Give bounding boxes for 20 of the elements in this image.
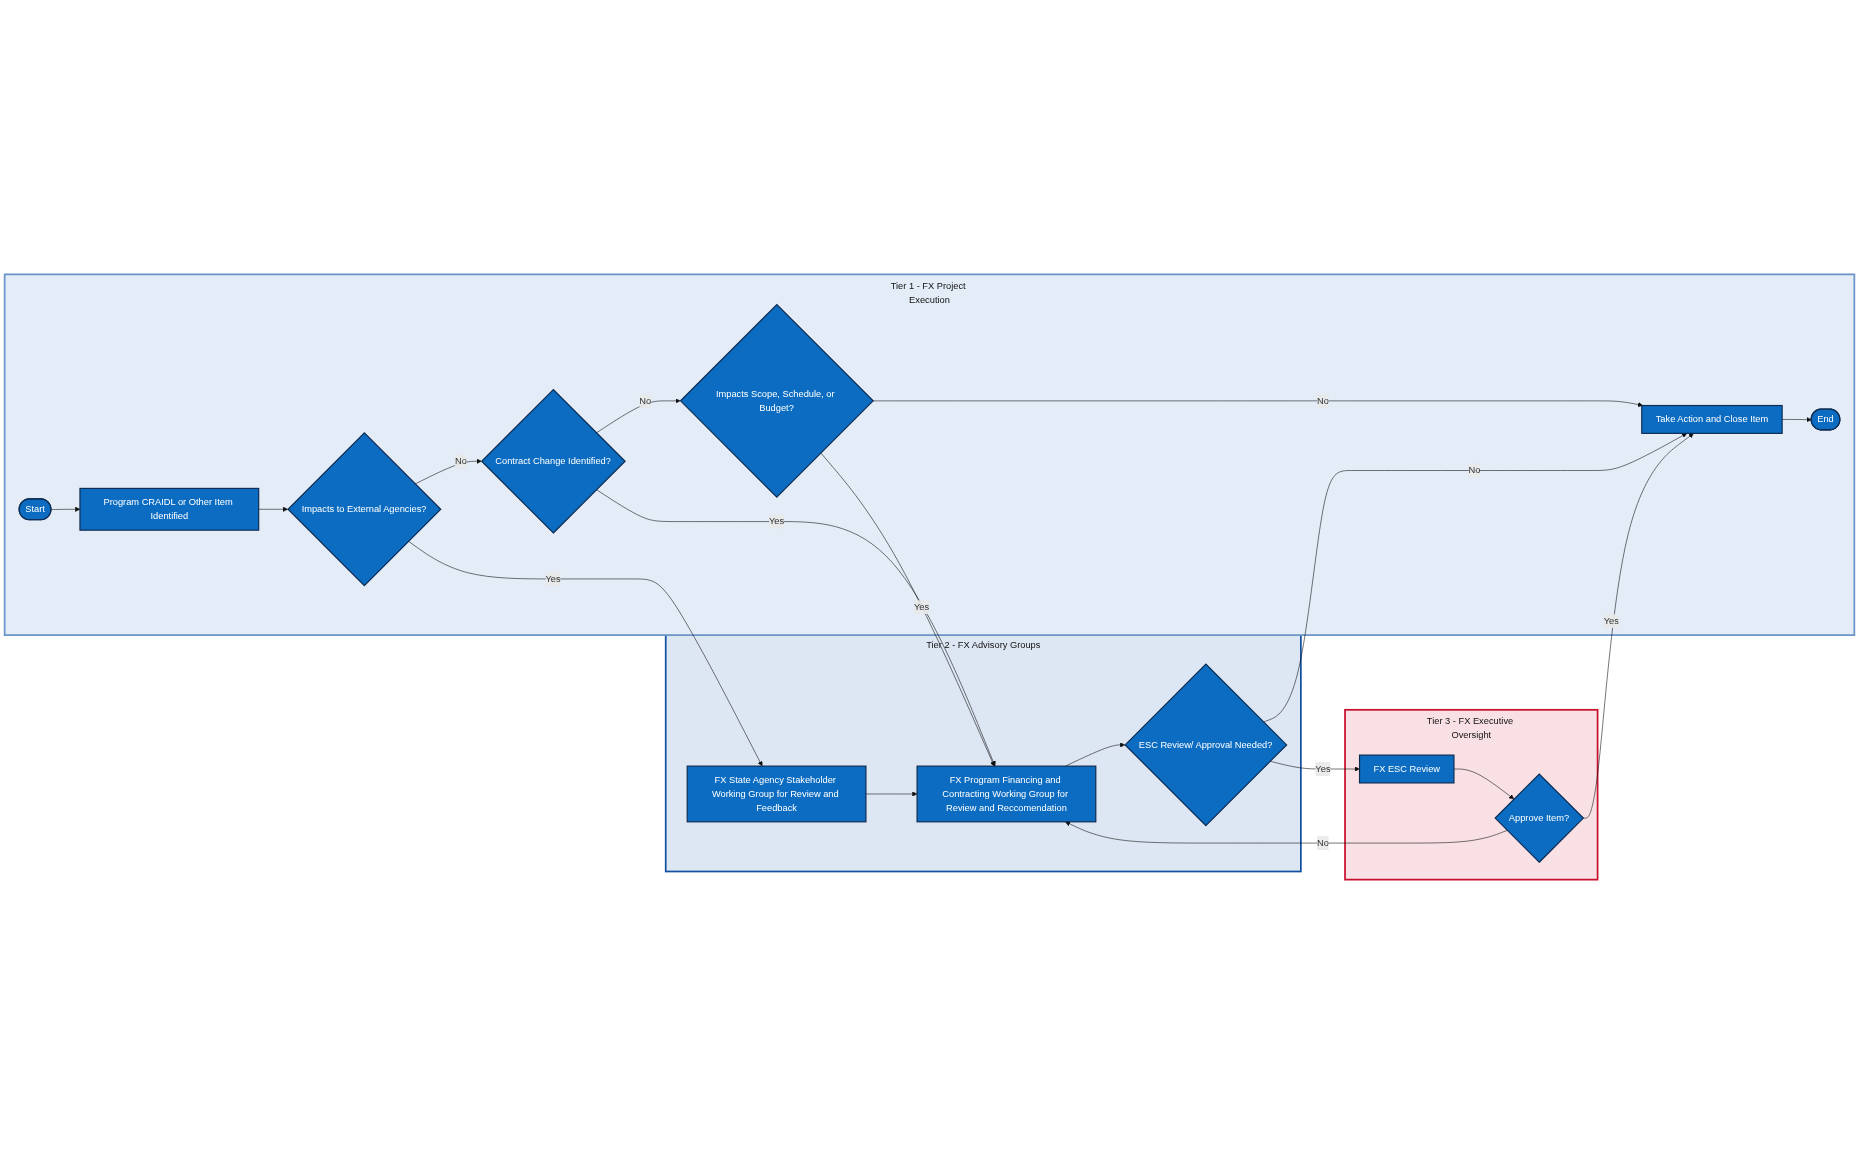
edge-label: Yes [768, 516, 785, 527]
node-box: FX ESC Review [1358, 754, 1455, 784]
node-box: FX State Agency Stakeholder Working Group for Review and Feedback [686, 765, 867, 823]
edge-label: No [639, 395, 652, 406]
node-diamond: Impacts to External Agencies? [287, 432, 442, 587]
edge-label: Yes [914, 601, 930, 612]
node-box: FX Program Financing and Contracting Working Group for Review and Reccomendation [916, 765, 1097, 823]
edge-label: Yes [1315, 763, 1331, 774]
edge-label: No [1317, 395, 1329, 406]
node-diamond: Approve Item? [1494, 773, 1585, 864]
edge-label: No [1317, 837, 1329, 848]
node-box: Program CRAIDL or Other Item Identified [79, 487, 260, 531]
edge-label: No [1468, 465, 1481, 476]
edge-label: Yes [1603, 615, 1619, 626]
node-diamond: Impacts Scope, Schedule, or Budget? [679, 303, 874, 499]
edge-label: Yes [545, 573, 561, 584]
edge-label: No [454, 456, 467, 466]
node-diamond: Contract Change Identified? [480, 388, 626, 534]
node-box: Take Action and Close Item [1641, 404, 1783, 434]
node-diamond: ESC Review/ Approval Needed? [1124, 663, 1288, 827]
